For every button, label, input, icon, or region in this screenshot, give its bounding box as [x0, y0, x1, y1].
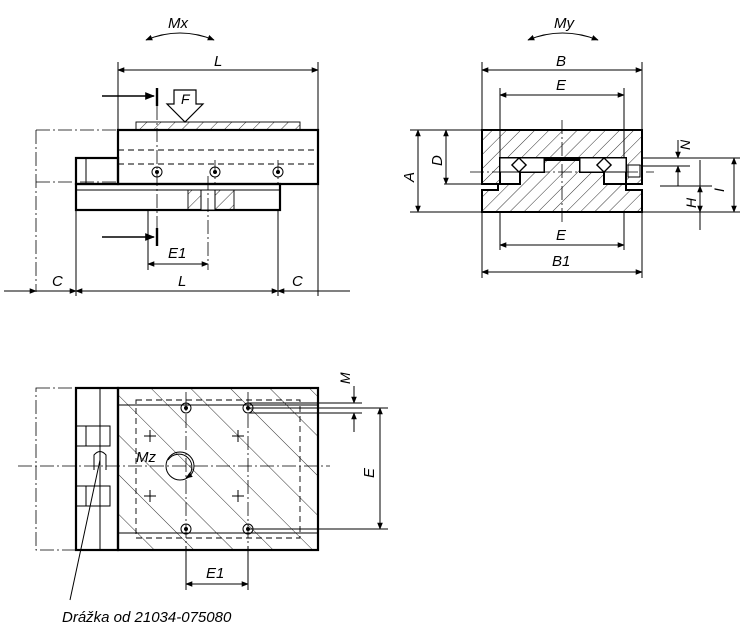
- m-label: M: [337, 372, 353, 384]
- e1-front-label: E1: [168, 245, 186, 262]
- screw-row: [151, 160, 284, 184]
- e-top-label: E: [556, 77, 567, 94]
- mx-label: Mx: [168, 15, 188, 32]
- lower-rail: [74, 182, 282, 212]
- a-label: A: [401, 172, 418, 183]
- d-label: D: [429, 155, 446, 166]
- i-label: I: [711, 188, 727, 192]
- f-label: F: [181, 91, 191, 107]
- c-left-label: C: [52, 273, 63, 290]
- b1-label: B1: [552, 253, 570, 270]
- front-view: Mx L F: [4, 15, 350, 296]
- l-bottom-label: L: [178, 273, 186, 290]
- section-view: My B E A D N: [401, 15, 740, 278]
- mz-arrow: [167, 453, 193, 479]
- plan-view: Mz M E E1 Drážka od 21034-075080: [18, 372, 388, 626]
- plan-carriage: [116, 386, 320, 552]
- my-arrow: [527, 32, 599, 41]
- groove-note: Drážka od 21034-075080: [62, 609, 232, 626]
- n-label: N: [677, 139, 693, 150]
- my-label: My: [554, 15, 575, 32]
- groove-leader: [69, 459, 101, 601]
- force-arrow: [165, 89, 205, 123]
- l-top-label: L: [214, 53, 222, 70]
- b-label: B: [556, 53, 566, 70]
- mz-label: Mz: [136, 449, 156, 466]
- mx-arrow: [145, 32, 215, 41]
- c-right-label: C: [292, 273, 303, 290]
- e-plan-label: E: [361, 467, 378, 478]
- crosshairs: [144, 430, 244, 502]
- e1-top-label: E1: [206, 565, 224, 582]
- h-label: H: [683, 197, 699, 208]
- e-bottom-label: E: [556, 227, 567, 244]
